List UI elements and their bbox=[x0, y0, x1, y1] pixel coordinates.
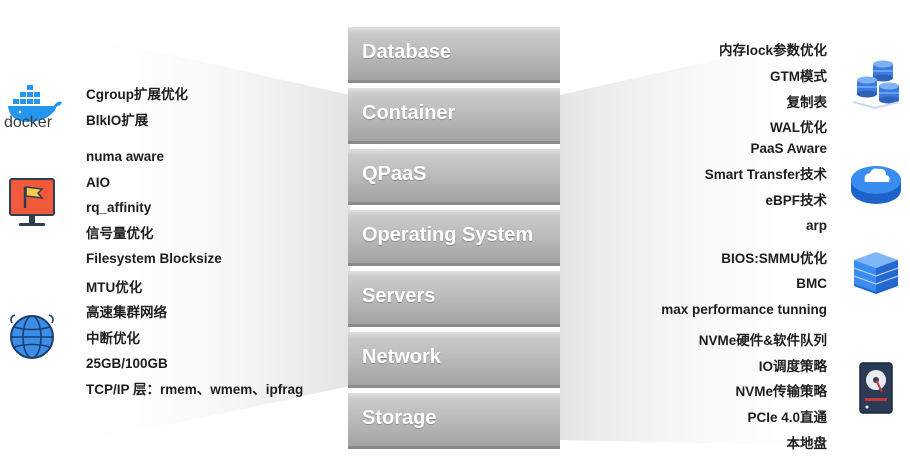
layer-storage: Storage bbox=[348, 393, 560, 449]
layer-label: Database bbox=[362, 41, 451, 63]
network-item: 中断优化 bbox=[86, 331, 140, 346]
server-stack-icon bbox=[850, 248, 902, 302]
cloud-icon bbox=[849, 158, 903, 208]
database-item: 复制表 bbox=[786, 95, 828, 110]
database-item: 内存lock参数优化 bbox=[718, 43, 827, 58]
layer-container: Container bbox=[348, 88, 560, 144]
hard-drive-icon bbox=[859, 362, 893, 414]
layer-qpaas: QPaaS bbox=[348, 149, 560, 205]
database-item: GTM模式 bbox=[770, 69, 827, 84]
globe-icon bbox=[7, 313, 57, 361]
os-item: rq_affinity bbox=[86, 200, 152, 215]
network-item: 高速集群网络 bbox=[86, 305, 167, 320]
layer-label: Storage bbox=[362, 407, 437, 429]
storage-item: 本地盘 bbox=[786, 436, 828, 451]
layer-servers: Servers bbox=[348, 271, 560, 327]
left-funnel bbox=[70, 32, 350, 446]
network-item: TCP/IP 层：rmem、wmem、ipfrag bbox=[86, 382, 304, 397]
server-item: BMC bbox=[796, 276, 827, 291]
layer-network: Network bbox=[348, 332, 560, 388]
docker-item: Cgroup扩展优化 bbox=[86, 87, 188, 102]
database-cylinders-icon bbox=[851, 60, 901, 110]
layer-label: Servers bbox=[362, 285, 436, 307]
layer-label: Operating System bbox=[362, 224, 534, 246]
network-item: 25GB/100GB bbox=[86, 356, 168, 371]
cloud-item: Smart Transfer技术 bbox=[704, 167, 827, 182]
layer-label: Network bbox=[362, 346, 441, 368]
cloud-item: PaaS Aware bbox=[750, 141, 827, 156]
flag-monitor-icon bbox=[9, 178, 55, 230]
storage-item: NVMe传输策略 bbox=[735, 384, 827, 399]
right-funnel bbox=[560, 32, 840, 446]
layer-database: Database bbox=[348, 27, 560, 83]
cloud-item: arp bbox=[805, 218, 827, 233]
cloud-item: eBPF技术 bbox=[765, 193, 827, 208]
docker-whale-icon: docker bbox=[4, 80, 66, 134]
layer-label: QPaaS bbox=[362, 163, 427, 185]
layer-label: Container bbox=[362, 102, 456, 124]
layer-operating-system: Operating System bbox=[348, 210, 560, 266]
network-item: MTU优化 bbox=[86, 280, 143, 295]
server-item: BIOS:SMMU优化 bbox=[721, 251, 827, 266]
os-item: 信号量优化 bbox=[86, 226, 154, 241]
server-item: max performance tunning bbox=[661, 302, 827, 317]
docker-item: BlkIO扩展 bbox=[86, 113, 149, 128]
os-item: numa aware bbox=[86, 149, 165, 164]
storage-item: NVMe硬件&软件队列 bbox=[698, 333, 827, 348]
storage-item: IO调度策略 bbox=[758, 359, 827, 374]
os-item: AIO bbox=[86, 175, 111, 190]
storage-item: PCIe 4.0直通 bbox=[747, 410, 827, 425]
os-item: Filesystem Blocksize bbox=[86, 251, 222, 266]
docker-logo-text: docker bbox=[4, 114, 53, 131]
database-item: WAL优化 bbox=[770, 120, 827, 135]
